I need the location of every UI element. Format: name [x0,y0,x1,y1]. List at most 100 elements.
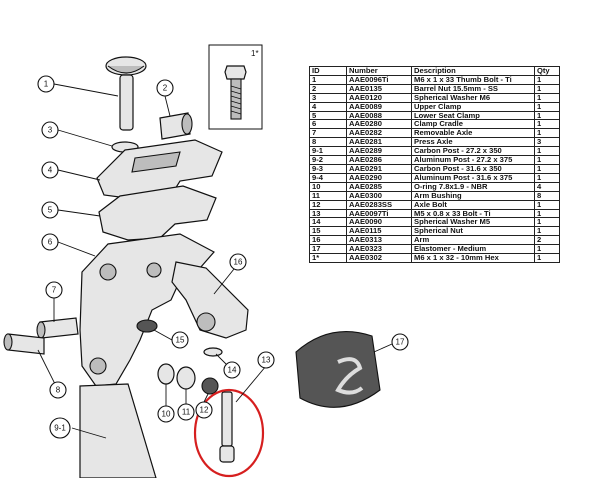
svg-text:4: 4 [48,166,53,175]
cell-qty: 8 [534,190,560,201]
callout-11: 11 [177,403,195,421]
press-axle [3,333,45,355]
svg-text:9-1: 9-1 [54,424,66,433]
elastomer [295,331,381,408]
callout-3: 3 [41,121,59,139]
seat-post [79,383,157,478]
cell-id: 3 [309,92,347,103]
cell-number: AAE0089 [346,101,412,112]
callout-10: 10 [157,405,175,423]
cell-description: O-ring 7.8x1.9 - NBR [411,181,535,192]
callout-5: 5 [41,201,59,219]
thumb-bolt [105,56,147,131]
callout-17: 17 [391,333,409,351]
cell-qty: 1 [534,74,560,85]
svg-text:6: 6 [48,238,53,247]
cell-qty: 1 [534,155,560,165]
inset-label: 1* [251,49,259,58]
cell-qty: 1 [534,253,560,263]
barrel-nut [159,112,193,140]
cell-description: Arm Bushing [411,190,535,201]
svg-text:1: 1 [44,80,49,89]
cell-qty: 1 [534,172,560,183]
cell-qty: 1 [534,146,560,157]
hex-bolt-thread [230,85,242,115]
svg-text:11: 11 [182,408,191,417]
cell-qty: 1 [534,92,560,103]
cell-description: Axle Bolt [411,199,535,210]
lower-seat-clamp [98,185,217,241]
cell-description: M6 x 1 x 32 - 10mm Hex [411,253,535,263]
cell-qty: 1 [534,226,560,237]
svg-text:3: 3 [48,126,53,135]
arm-bushing [176,366,196,390]
m5-bolt [219,391,235,463]
cell-number: AAE0302 [346,253,412,263]
svg-text:5: 5 [48,206,53,215]
arm [171,261,249,339]
callout-13: 13 [257,351,275,369]
svg-text:8: 8 [56,386,61,395]
cell-qty: 1 [534,83,560,94]
cell-number: AAE0120 [346,92,412,103]
cell-description: Upper Clamp [411,101,535,112]
cell-qty: 1 [534,199,560,210]
cell-qty: 1 [534,163,560,174]
highlight-circle [193,388,265,478]
cell-qty: 4 [534,181,560,192]
cell-qty: 1 [534,128,560,139]
callout-6: 6 [41,233,59,251]
callout-9-1: 9-1 [49,417,71,439]
svg-text:12: 12 [200,406,209,415]
callout-7: 7 [45,281,63,299]
spherical-washer-m5 [203,347,223,357]
cell-id: 4 [309,101,347,112]
cell-qty: 1 [534,208,560,219]
cell-number: AAE0283SS [346,199,412,210]
inset-hex-bolt: 1* [208,44,263,130]
cell-description: M6 x 1 x 33 Thumb Bolt - Ti [411,74,535,85]
svg-text:2: 2 [163,84,168,93]
cell-qty: 2 [534,235,560,246]
cell-id: 1* [309,253,347,263]
hex-bolt-head [224,65,247,80]
spherical-nut [136,319,158,333]
cell-id: 2 [309,83,347,94]
o-ring [157,363,175,385]
svg-text:13: 13 [262,356,271,365]
callout-2: 2 [156,79,174,97]
svg-text:17: 17 [396,338,405,347]
removable-axle [36,317,79,339]
callout-16: 16 [229,253,247,271]
cell-id: 1 [309,74,347,85]
cell-id: 9-4 [309,172,347,183]
header-qty: Qty [534,66,560,76]
cell-description: Aluminum Post - 31.6 x 375 [411,172,535,183]
cell-qty: 1 [534,217,560,228]
cell-number: AAE0300 [346,190,412,201]
cell-number: AAE0290 [346,172,412,183]
callout-8: 8 [49,381,67,399]
thumb-bolt-shank [119,74,134,131]
axle-bolt [201,377,219,395]
svg-text:7: 7 [52,286,57,295]
cell-id: 12 [309,199,347,210]
cell-qty: 3 [534,137,560,148]
